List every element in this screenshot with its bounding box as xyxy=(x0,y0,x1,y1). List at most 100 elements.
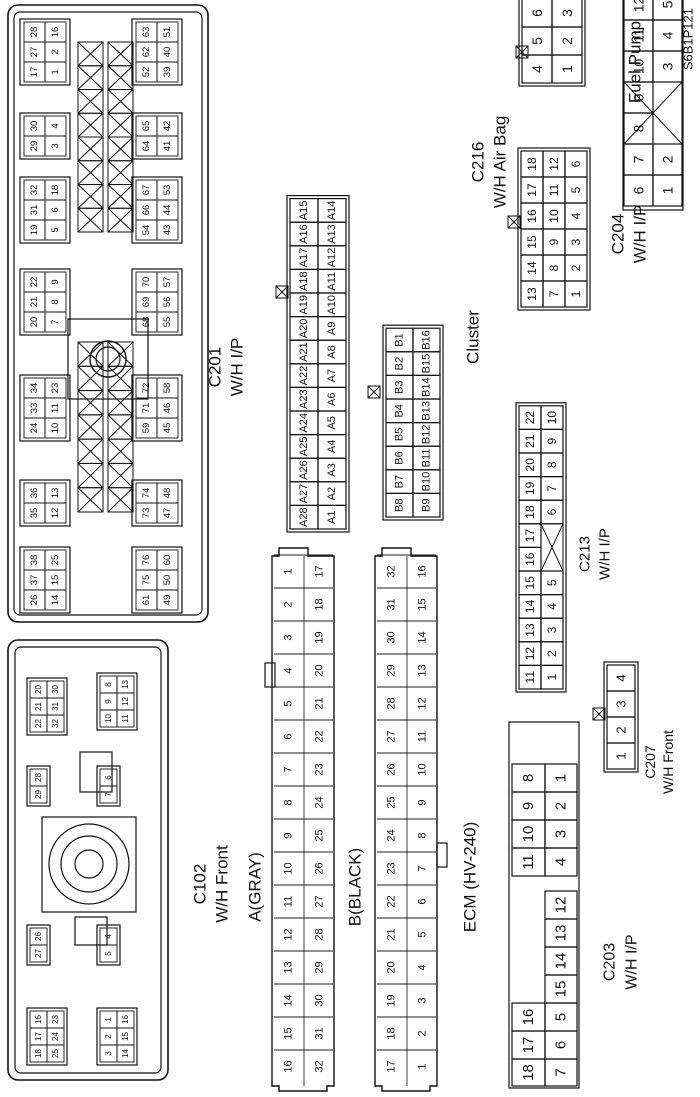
pin-cell xyxy=(23,115,46,137)
pin-number: 5 xyxy=(104,951,113,956)
blank-cavity-icon xyxy=(77,160,104,185)
pin-number: 32 xyxy=(314,1060,326,1072)
blank-cavity-icon xyxy=(77,487,104,513)
c201-inner xyxy=(13,11,203,616)
pin-cell xyxy=(511,1002,546,1032)
pin-number: 57 xyxy=(162,277,173,288)
pin-number: 15 xyxy=(50,575,61,586)
pin-number: 55 xyxy=(162,317,173,328)
pin-number: 2 xyxy=(545,650,559,657)
pin-number: A8 xyxy=(326,345,338,358)
c102-cavity-block xyxy=(26,924,51,966)
pin-number: 65 xyxy=(141,121,152,132)
pin-number: 13 xyxy=(525,287,539,301)
pin-number: 9 xyxy=(104,699,113,704)
ecm-b-body xyxy=(374,547,438,1092)
pin-cell xyxy=(135,179,158,201)
pin-cell xyxy=(135,549,158,571)
blank-cavity-icon xyxy=(77,438,104,464)
pin-cell xyxy=(135,271,158,293)
pin-number: 8 xyxy=(545,461,559,468)
pin-number: B6 xyxy=(394,451,406,464)
pin-number: 16 xyxy=(34,1015,43,1024)
pin-number: 30 xyxy=(29,121,40,132)
c102-slot xyxy=(79,751,113,793)
pin-cell xyxy=(135,377,158,399)
pin-number: 33 xyxy=(29,403,40,414)
pin-cell xyxy=(23,482,46,504)
pin-number: 11 xyxy=(121,714,130,723)
pin-number: 63 xyxy=(141,27,152,38)
c201-body xyxy=(7,4,209,623)
pin-cell xyxy=(521,0,553,28)
blank-cavity-icon xyxy=(107,65,134,90)
pin-number: 30 xyxy=(314,994,326,1006)
c203-label-line: C203 xyxy=(602,943,619,981)
pin-number: 41 xyxy=(162,141,173,152)
c102-label-line: C102 xyxy=(191,864,210,905)
blank-cavity-icon xyxy=(77,462,104,489)
pin-number: B14 xyxy=(421,377,433,397)
pin-number: 71 xyxy=(141,403,152,414)
pin-number: 18 xyxy=(386,1027,398,1039)
pin-number: 29 xyxy=(314,961,326,973)
pin-number: 2 xyxy=(660,155,676,163)
pin-number: 7 xyxy=(283,766,295,772)
pin-cell xyxy=(23,271,46,293)
pin-number: 13 xyxy=(121,680,130,689)
pin-number: 10 xyxy=(547,209,561,223)
pin-number: 23 xyxy=(314,763,326,775)
pin-number: A4 xyxy=(326,440,338,453)
pin-number: 76 xyxy=(141,555,152,566)
pin-cell xyxy=(289,198,319,223)
pin-number: A13 xyxy=(326,224,338,244)
pin-number: 10 xyxy=(104,714,113,723)
pin-number: 6 xyxy=(283,733,295,739)
pin-cell xyxy=(29,768,48,787)
pin-number: 5 xyxy=(417,931,429,937)
pin-number: 13 xyxy=(50,488,61,499)
blank-cavity-icon xyxy=(107,89,134,114)
pin-cell xyxy=(540,405,564,431)
pin-number: 16 xyxy=(523,552,537,566)
pin-number: 21 xyxy=(314,697,326,709)
pin-number: 1 xyxy=(283,568,295,574)
pin-number: 69 xyxy=(141,297,152,308)
pin-cell xyxy=(99,675,118,694)
pin-cell xyxy=(99,1010,118,1029)
pin-number: 2 xyxy=(569,264,583,271)
blank-cavity-icon xyxy=(77,414,104,440)
pin-number: 25 xyxy=(386,796,398,808)
pin-number: 26 xyxy=(34,932,43,941)
pin-number: 19 xyxy=(29,225,40,236)
pin-number: A15 xyxy=(298,201,310,221)
cluster-a-body xyxy=(286,195,350,533)
pin-number: 32 xyxy=(386,565,398,577)
blank-cavity-icon xyxy=(77,365,104,392)
pin-number: 19 xyxy=(386,994,398,1006)
pin-number: 22 xyxy=(314,730,326,742)
connector-pins: 1234567891011121234561234567891011121314… xyxy=(23,0,683,1087)
pin-number: 58 xyxy=(162,383,173,394)
pin-number: 8 xyxy=(547,264,561,271)
pin-number: 4 xyxy=(283,667,295,673)
pin-number: 53 xyxy=(162,185,173,196)
blank-cavity-icon xyxy=(77,136,104,162)
pin-number: 22 xyxy=(34,719,43,728)
pin-number: 30 xyxy=(386,631,398,643)
pin-number: 60 xyxy=(162,555,173,566)
pin-cell xyxy=(606,664,636,692)
pin-number: A24 xyxy=(298,413,310,433)
pin-number: A23 xyxy=(298,389,310,409)
pin-number: A11 xyxy=(326,272,338,291)
pin-number: 7 xyxy=(50,319,61,324)
pin-number: 9 xyxy=(50,279,61,284)
pin-number: 12 xyxy=(523,647,537,661)
pin-number: 31 xyxy=(29,205,40,216)
pin-number: B9 xyxy=(421,498,433,511)
